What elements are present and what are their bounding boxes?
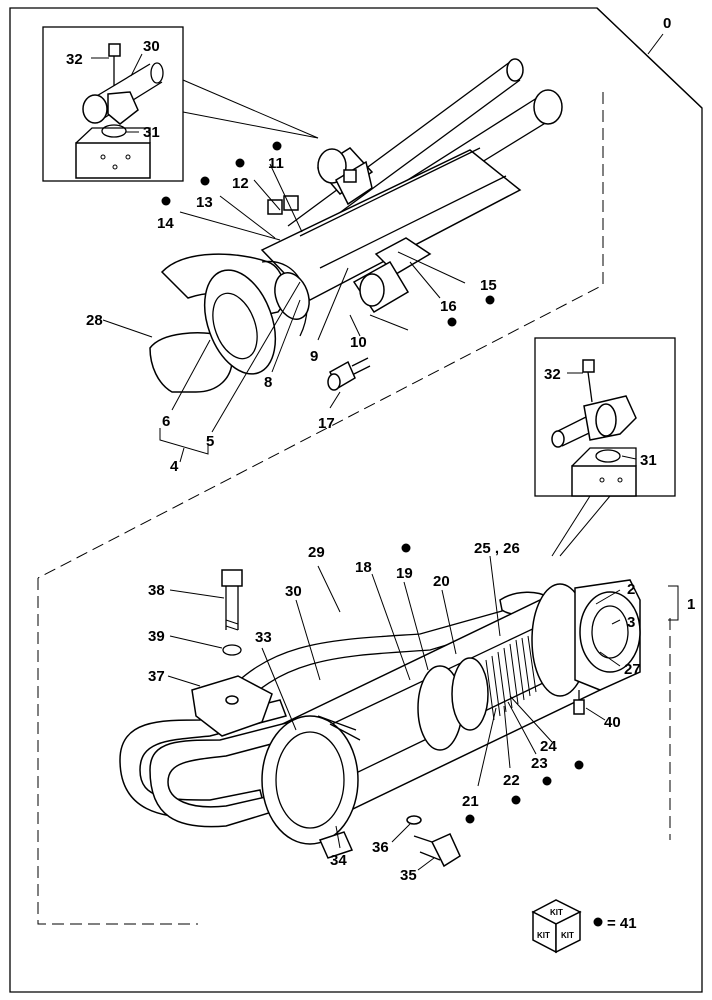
callout-2: 2 — [627, 581, 635, 598]
callout-32b: 32 — [544, 366, 561, 383]
callout-34: 34 — [330, 852, 347, 869]
callout-11: 11 — [268, 155, 284, 172]
kit-label-left: KIT — [537, 931, 550, 940]
callout-35: 35 — [400, 867, 417, 884]
callout-21: 21 — [462, 793, 479, 810]
callout-32a: 32 — [66, 51, 83, 68]
callout-labels: 0 32 30 31 11 12 13 14 15 16 28 10 9 8 6… — [66, 15, 695, 884]
inset-top-detail — [42, 26, 319, 182]
callout-36: 36 — [372, 839, 389, 856]
callout-39: 39 — [148, 628, 165, 645]
callout-14: 14 — [157, 215, 174, 232]
callout-30a: 30 — [143, 38, 160, 55]
callout-29: 29 — [308, 544, 325, 561]
callout-4: 4 — [170, 458, 179, 475]
callout-9: 9 — [310, 348, 318, 365]
callout-31a: 31 — [143, 124, 160, 141]
callout-40: 40 — [604, 714, 621, 731]
callout-28: 28 — [86, 312, 103, 329]
callout-37: 37 — [148, 668, 165, 685]
callout-8: 8 — [264, 374, 272, 391]
page-frame — [9, 7, 703, 993]
callout-30b: 30 — [285, 583, 302, 600]
callout-33: 33 — [255, 629, 272, 646]
callout-18: 18 — [355, 559, 372, 576]
callout-31b: 31 — [640, 452, 657, 469]
callout-15: 15 — [480, 277, 497, 294]
callout-0: 0 — [663, 15, 671, 32]
rod-assembly-top — [37, 58, 604, 579]
callout-6: 6 — [162, 413, 170, 430]
callout-27: 27 — [624, 661, 641, 678]
kit-label-right: KIT — [561, 931, 574, 940]
callout-13: 13 — [196, 194, 213, 211]
callout-17: 17 — [318, 415, 335, 432]
callout-1: 1 — [687, 596, 695, 613]
callout-12: 12 — [232, 175, 249, 192]
callout-20: 20 — [433, 573, 450, 590]
callout-16: 16 — [440, 298, 457, 315]
callout-5: 5 — [206, 433, 214, 450]
callout-25-26: 25 , 26 — [474, 540, 520, 557]
callout-23: 23 — [531, 755, 548, 772]
callout-10: 10 — [350, 334, 367, 351]
kit-equals-label: = 41 — [607, 915, 637, 932]
callout-38: 38 — [148, 582, 165, 599]
piston-threads — [485, 635, 537, 721]
inset-right-detail — [534, 337, 676, 557]
callout-19: 19 — [396, 565, 413, 582]
kit-label-top: KIT — [550, 908, 563, 917]
callout-22: 22 — [503, 772, 520, 789]
kit-marker-dot — [593, 917, 603, 927]
callout-3: 3 — [627, 614, 635, 631]
callout-24: 24 — [540, 738, 557, 755]
kit-item-markers — [161, 141, 584, 824]
barrel-assembly-bottom — [37, 555, 679, 925]
kit-cube-icon: KIT KIT KIT — [531, 899, 582, 954]
